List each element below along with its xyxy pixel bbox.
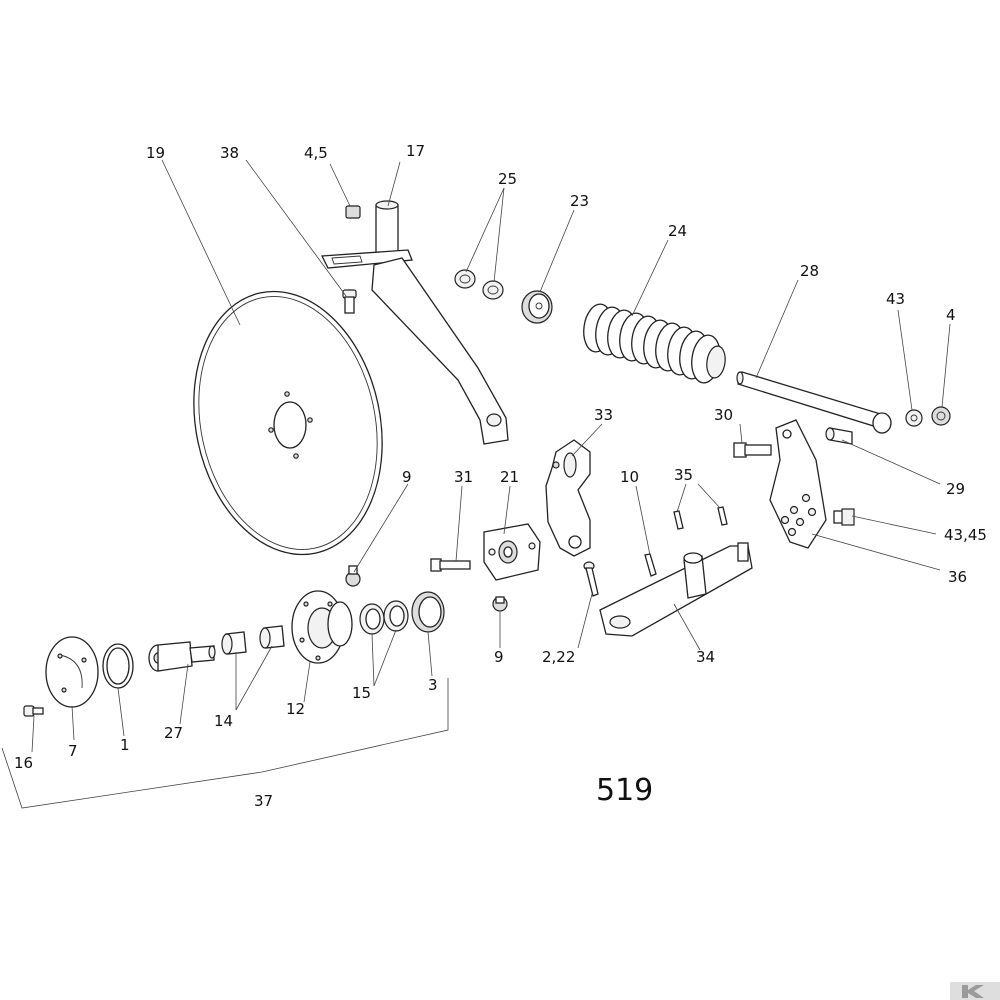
- leader-lines: [31, 159, 951, 753]
- part-bolt-38: [342, 289, 357, 314]
- label-19: 19: [146, 144, 165, 162]
- part-nut-4-5: [345, 205, 361, 219]
- label-43-45: 43,45: [944, 526, 987, 544]
- label-37: 37: [254, 792, 273, 810]
- part-pin-10: [644, 553, 657, 577]
- label-1: 1: [120, 736, 130, 754]
- part-plate-33: [545, 439, 591, 557]
- figure-number: 519: [596, 773, 653, 808]
- part-bearings-14: [221, 625, 285, 655]
- label-29: 29: [946, 480, 965, 498]
- part-grease-nipple-9-upper: [345, 565, 361, 587]
- part-washer-43: [905, 409, 923, 427]
- part-disc-19: [193, 290, 383, 556]
- part-nuts-25: [454, 269, 504, 300]
- label-14: 14: [214, 712, 233, 730]
- label-7: 7: [68, 742, 78, 760]
- part-bolt-43-45: [833, 508, 855, 526]
- label-9-upper: 9: [402, 468, 412, 486]
- part-pins-35: [673, 506, 728, 530]
- label-30: 30: [714, 406, 733, 424]
- part-washer-23: [521, 290, 553, 324]
- brand-logo: [950, 982, 1000, 1000]
- part-rod-28: [736, 371, 892, 434]
- part-cap-7: [45, 636, 99, 708]
- part-bracket-36: [769, 419, 827, 549]
- part-screw-16: [23, 705, 44, 717]
- label-16: 16: [14, 754, 33, 772]
- part-bolt-31: [430, 558, 471, 572]
- label-4: 4: [946, 306, 956, 324]
- part-nut-4: [931, 406, 951, 426]
- part-labels: 19 38 4,5 17 25 23 24 28 43 4 33 30 29 9…: [14, 142, 987, 810]
- label-12: 12: [286, 700, 305, 718]
- label-25: 25: [498, 170, 517, 188]
- label-15: 15: [352, 684, 371, 702]
- part-bushing-29: [825, 427, 853, 445]
- part-hub-12: [291, 590, 353, 664]
- label-9-lower: 9: [494, 648, 504, 666]
- label-17: 17: [406, 142, 425, 160]
- label-31: 31: [454, 468, 473, 486]
- label-4-5: 4,5: [304, 144, 328, 162]
- part-arm-17: [320, 200, 509, 445]
- label-34: 34: [696, 648, 715, 666]
- part-o-ring-1: [102, 643, 134, 689]
- part-rings-15: [359, 600, 409, 635]
- part-spring-24: [583, 303, 726, 384]
- part-seal-3: [411, 591, 445, 633]
- label-10: 10: [620, 468, 639, 486]
- label-27: 27: [164, 724, 183, 742]
- label-3: 3: [428, 676, 438, 694]
- part-grease-nipple-9-lower: [492, 596, 508, 612]
- label-24: 24: [668, 222, 687, 240]
- part-lever-34: [599, 542, 753, 637]
- label-28: 28: [800, 262, 819, 280]
- label-2-22: 2,22: [542, 648, 575, 666]
- part-bolt-30: [733, 442, 772, 458]
- label-23: 23: [570, 192, 589, 210]
- part-pin-2-22: [583, 561, 599, 597]
- label-21: 21: [500, 468, 519, 486]
- assembly-bracket-37: [1, 678, 449, 809]
- part-shaft-27: [148, 641, 216, 672]
- label-43-top: 43: [886, 290, 905, 308]
- label-36: 36: [948, 568, 967, 586]
- label-33: 33: [594, 406, 613, 424]
- part-block-21: [483, 523, 541, 581]
- label-38: 38: [220, 144, 239, 162]
- label-35: 35: [674, 466, 693, 484]
